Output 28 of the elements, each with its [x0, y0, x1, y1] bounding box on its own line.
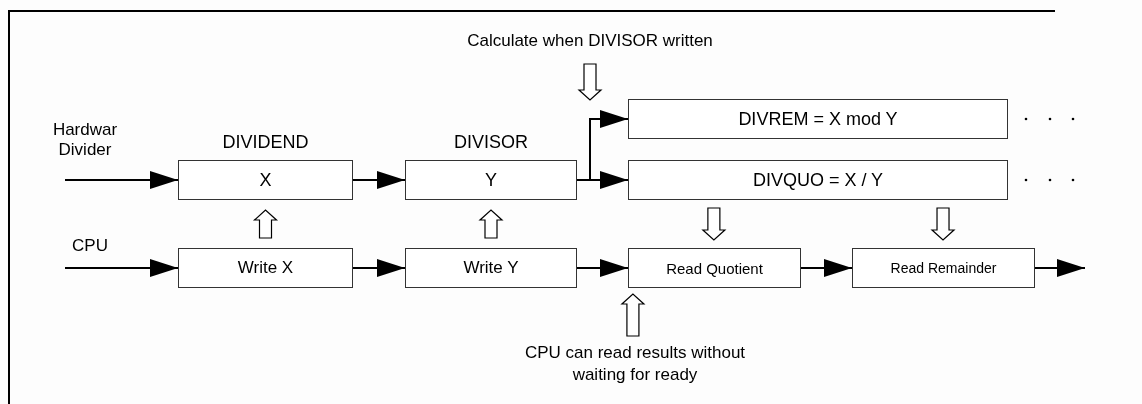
hollow-arrow [701, 207, 727, 241]
arrow [576, 259, 629, 277]
annotation-text: Calculate when DIVISOR written [390, 30, 790, 53]
process-box: Y [405, 160, 577, 200]
process-box: Write X [178, 248, 353, 288]
hollow-arrow [252, 209, 279, 239]
hollow-arrow [577, 63, 603, 101]
hollow-arrow [478, 209, 504, 239]
row-label: Hardwar Divider [51, 120, 119, 161]
hollow-arrow [930, 207, 956, 241]
process-box: X [178, 160, 353, 200]
arrow [64, 259, 179, 277]
process-box: DIVREM = X mod Y [628, 99, 1008, 139]
process-box: Read Quotient [628, 248, 801, 288]
arrow [576, 171, 629, 189]
arrow [64, 171, 179, 189]
arrow [800, 259, 853, 277]
process-box: Write Y [405, 248, 577, 288]
register-name: DIVIDEND [221, 132, 310, 154]
hollow-arrow [620, 293, 646, 337]
arrow [352, 171, 406, 189]
process-box: DIVQUO = X / Y [628, 160, 1008, 200]
annotation-text: CPU can read results without waiting for ready [505, 342, 765, 387]
arrow [352, 259, 406, 277]
register-name: DIVISOR [453, 132, 529, 154]
process-box: Read Remainder [852, 248, 1035, 288]
row-label: CPU [71, 236, 109, 257]
arrow [1034, 259, 1086, 277]
